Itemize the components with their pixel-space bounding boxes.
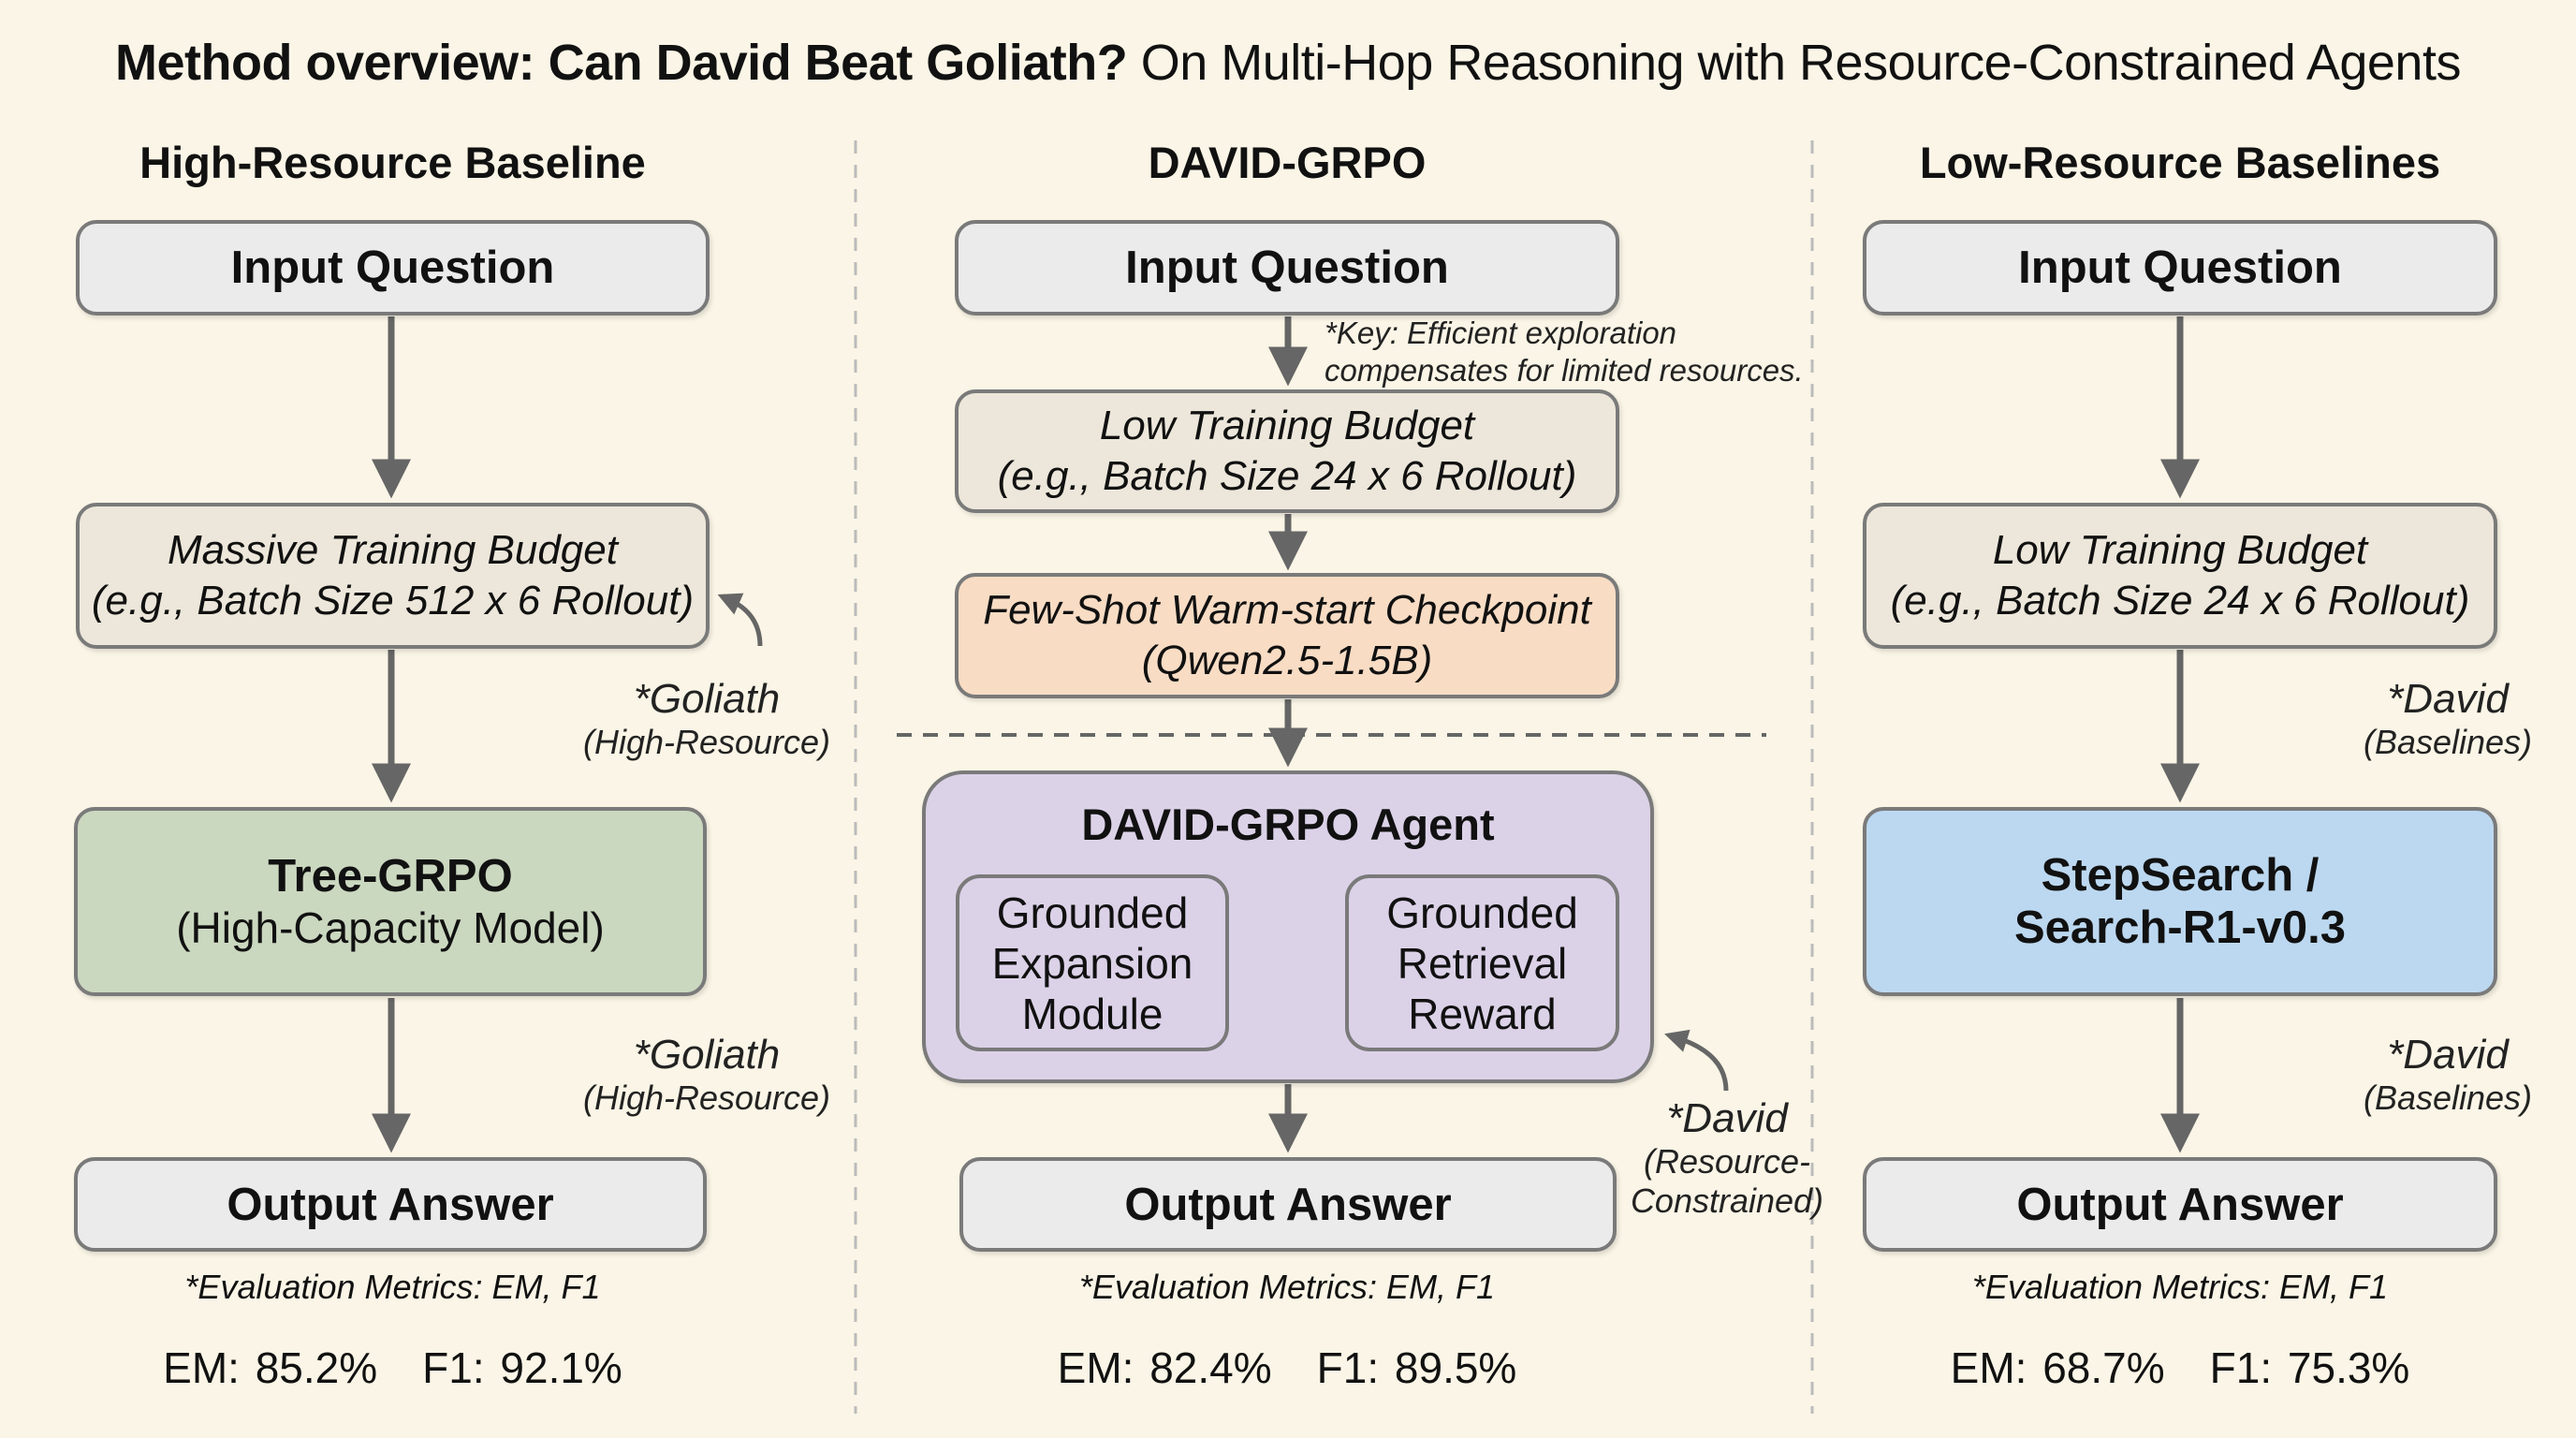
scores-high: EM: 85.2%F1: 92.1% — [163, 1343, 622, 1392]
scores-david: EM: 82.4%F1: 89.5% — [1057, 1343, 1517, 1392]
input-question-box: Input Question — [1863, 220, 2497, 315]
low-budget-box: Low Training Budget(e.g., Batch Size 24 … — [955, 389, 1619, 513]
massive-budget-box: Massive Training Budget(e.g., Batch Size… — [76, 503, 710, 649]
output-answer-box: Output Answer — [959, 1157, 1617, 1252]
heading-high-resource: High-Resource Baseline — [139, 138, 646, 187]
tree-grpo-box: Tree-GRPO(High-Capacity Model) — [74, 807, 707, 996]
metrics-note: *Evaluation Metrics: EM, F1 — [184, 1268, 601, 1306]
input-question-box: Input Question — [955, 220, 1619, 315]
david-baselines-annotation: *David(Baselines) — [2363, 676, 2533, 761]
curved-arrow-goliath — [717, 593, 763, 647]
output-answer-box: Output Answer — [1863, 1157, 2497, 1252]
metrics-note: *Evaluation Metrics: EM, F1 — [1971, 1268, 2389, 1306]
goliath-annotation: *Goliath(High-Resource) — [582, 1032, 831, 1117]
metrics-note: *Evaluation Metrics: EM, F1 — [1078, 1268, 1496, 1306]
goliath-annotation: *Goliath(High-Resource) — [582, 676, 831, 761]
david-baselines-annotation: *David(Baselines) — [2363, 1032, 2533, 1117]
scores-low: EM: 68.7%F1: 75.3% — [1950, 1343, 2410, 1392]
output-answer-box: Output Answer — [74, 1157, 707, 1252]
heading-david-grpo: DAVID-GRPO — [1148, 138, 1427, 187]
low-budget-box: Low Training Budget(e.g., Batch Size 24 … — [1863, 503, 2497, 649]
input-question-box: Input Question — [76, 220, 710, 315]
warm-start-checkpoint-box: Few-Shot Warm-start Checkpoint(Qwen2.5-1… — [955, 573, 1619, 698]
david-annotation: *David(Resource-Constrained) — [1630, 1095, 1824, 1220]
curved-arrow-david — [1664, 1029, 1729, 1092]
page-title: Method overview: Can David Beat Goliath?… — [115, 35, 2461, 91]
heading-low-resource: Low-Resource Baselines — [1919, 138, 2441, 187]
column-dividers — [854, 140, 1814, 1414]
stepsearch-box: StepSearch /Search-R1-v0.3 — [1863, 807, 2497, 996]
